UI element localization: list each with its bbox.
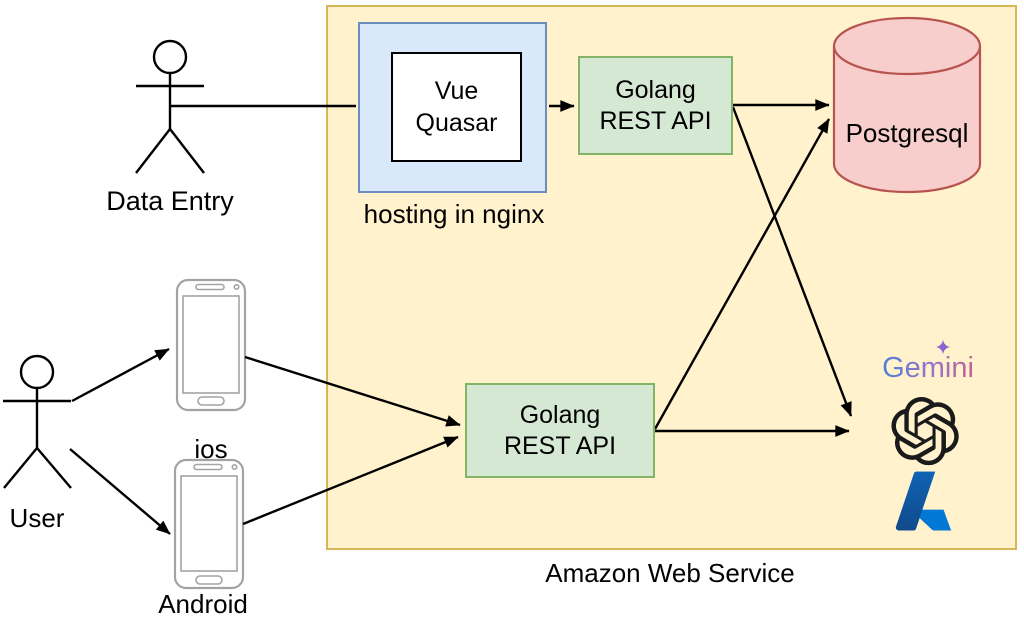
edge-ios-to-api <box>244 355 461 427</box>
edge-apitop-to-ai <box>731 106 853 417</box>
gemini-sparkle-icon <box>935 339 951 355</box>
edge-user-to-android <box>69 448 171 535</box>
data-entry-actor-label: Data Entry <box>106 186 234 216</box>
ios-phone-icon <box>175 278 247 412</box>
android-device-label: Android <box>158 589 248 618</box>
gemini-wordmark: Gemini <box>876 349 980 387</box>
data-entry-actor-icon <box>135 39 205 174</box>
aws-boundary-label: Amazon Web Service <box>545 558 795 588</box>
openai-logo-icon <box>891 397 959 466</box>
ios-device-label: ios <box>194 434 228 464</box>
edge-apibottom-to-postgres <box>653 118 831 430</box>
vue-quasar-node: Vue Quasar <box>391 52 522 162</box>
user-actor-icon <box>3 354 72 489</box>
user-actor-label: User <box>9 503 65 533</box>
edge-android-to-api <box>242 435 459 526</box>
azure-logo-icon <box>895 471 952 531</box>
postgresql-label: Postgresql <box>845 118 969 148</box>
postgresql-cylinder-icon <box>832 16 982 194</box>
android-phone-icon <box>173 458 245 590</box>
golang-rest-api-web-node: Golang REST API <box>578 56 733 155</box>
nginx-hosting-caption: hosting in nginx <box>363 199 545 229</box>
edge-user-to-ios <box>71 347 170 403</box>
golang-rest-api-mobile-node: Golang REST API <box>465 383 655 478</box>
